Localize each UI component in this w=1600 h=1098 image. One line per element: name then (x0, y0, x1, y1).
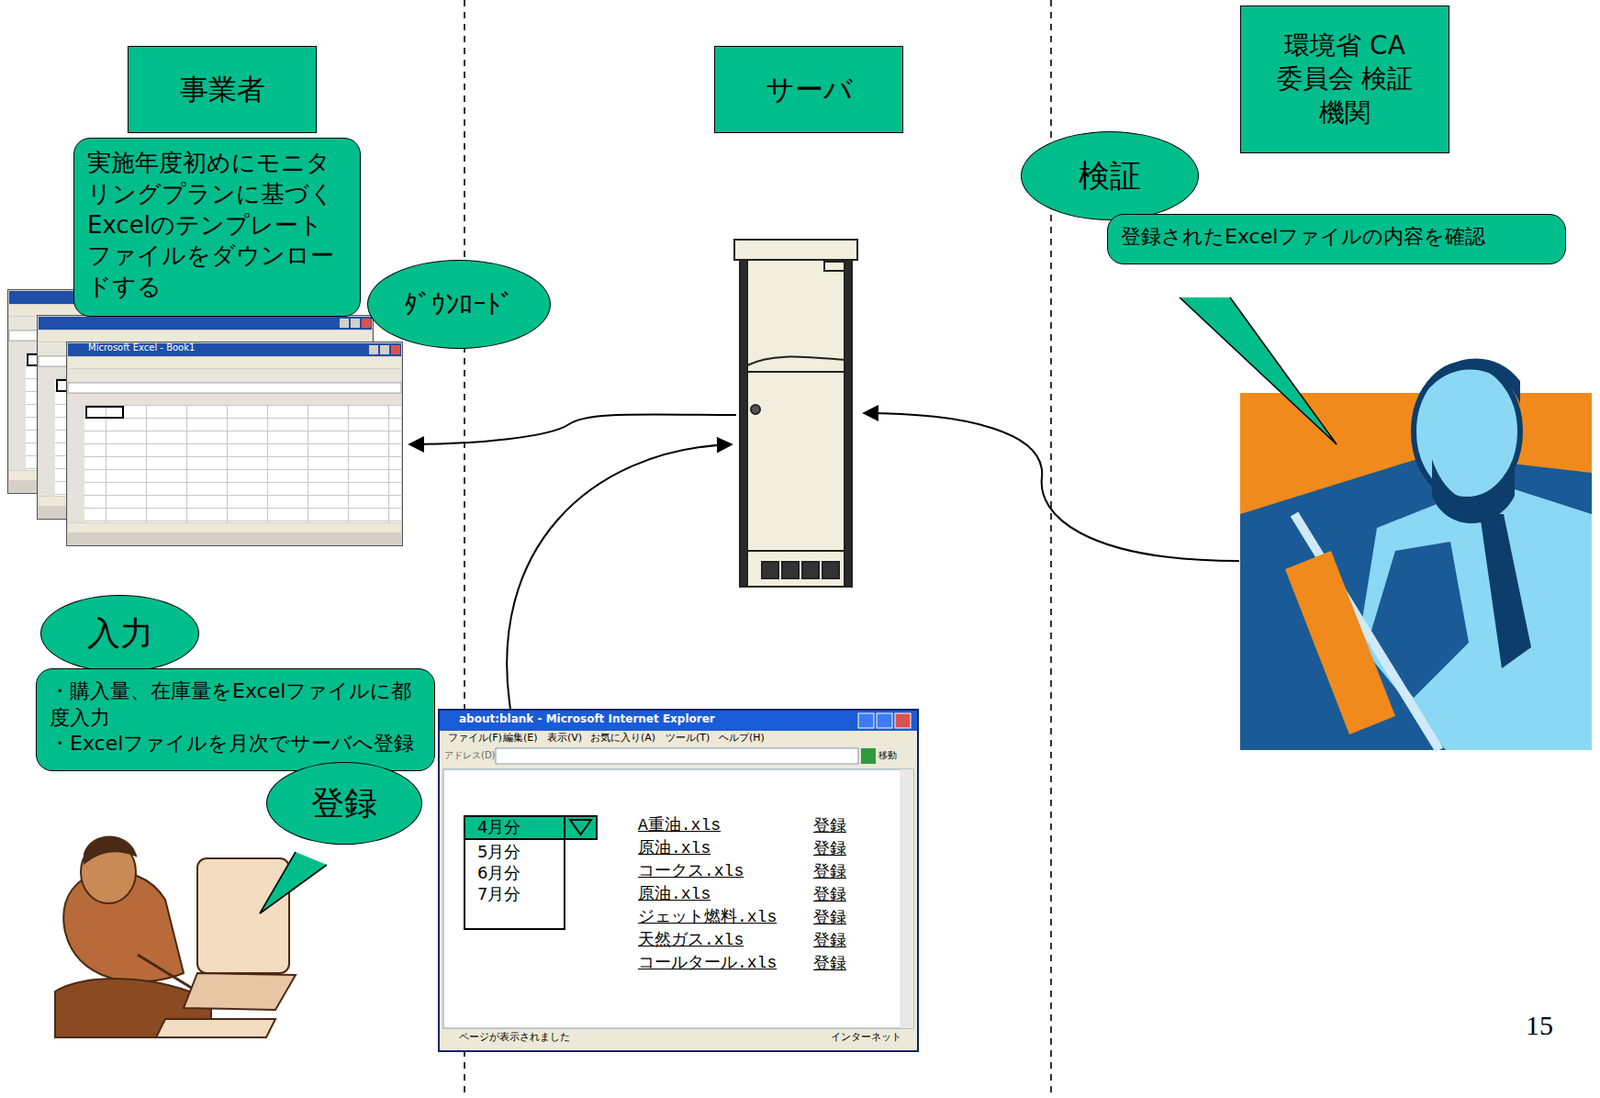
callout-ellipse: 検証 (1020, 131, 1199, 221)
header-box: 事業者 (127, 45, 317, 134)
excel-windows (8, 290, 403, 547)
file-link: コークス.xls (637, 861, 744, 882)
ui-label: 4月分 (477, 817, 521, 838)
callout-box: ・購入量、在庫量をExcelファイルに都度入力・Excelファイルを月次でサーバ… (35, 668, 436, 772)
header-box: サーバ (714, 45, 904, 134)
callout-box: 実施年度初めにモニタリングプランに基づくExcelのテンプレートファイルをダウン… (73, 137, 361, 317)
register-link: 登録 (813, 953, 847, 974)
ui-label: 編集(E) (503, 732, 538, 745)
file-link: 天然ガス.xls (637, 930, 744, 951)
callout-ellipse: 入力 (40, 594, 200, 672)
node-text: ・Excelファイルを月次でサーバへ登録 (49, 730, 422, 758)
ui-label: 表示(V) (547, 732, 582, 745)
node-text: 検証 (1078, 155, 1142, 196)
node-text: 事業者 (179, 70, 266, 108)
node-text: ・購入量、在庫量をExcelファイルに都度入力 (49, 678, 422, 731)
operator-figure (55, 836, 296, 1038)
ui-label: ファイル(F) (447, 732, 503, 745)
node-text: 実施年度初めにモニタリングプランに基づくExcelのテンプレートファイルをダウン… (87, 147, 347, 303)
register-link: 登録 (813, 816, 847, 836)
ui-label: ページが表示されました (458, 1031, 571, 1044)
ui-label: ヘルプ(H) (718, 732, 765, 745)
ui-label: about:blank - Microsoft Internet Explore… (458, 713, 716, 727)
ui-label: 7月分 (477, 884, 521, 905)
file-link: 原油.xls (637, 839, 711, 859)
browser-window (438, 709, 918, 1052)
ui-label: インターネット (830, 1031, 902, 1044)
node-text: ﾀﾞｳﾝﾛｰﾄﾞ (403, 286, 515, 323)
register-link: 登録 (813, 884, 847, 905)
callout-ellipse: ﾀﾞｳﾝﾛｰﾄﾞ (367, 259, 551, 349)
register-link: 登録 (813, 861, 847, 882)
node-text: 環境省 CA委員会 検証機関 (1275, 29, 1414, 130)
ui-label: 5月分 (477, 842, 521, 862)
ui-label: ツール(T) (665, 732, 710, 745)
flow-arrows (409, 413, 1240, 709)
node-text: 登録 (311, 782, 378, 826)
file-link: ジェット燃料.xls (637, 907, 777, 928)
register-link: 登録 (813, 839, 847, 859)
file-link: 原油.xls (637, 884, 711, 905)
register-link: 登録 (813, 907, 847, 928)
callout-ellipse: 登録 (266, 761, 423, 845)
register-link: 登録 (813, 930, 847, 951)
ui-label: Microsoft Excel - Book1 (88, 342, 195, 354)
ui-label: 移動 (878, 749, 897, 761)
file-link: コールタール.xls (637, 953, 777, 974)
server-figure (734, 239, 858, 587)
node-text: 入力 (87, 612, 154, 656)
ui-label: 6月分 (477, 863, 521, 884)
verifier-figure (1240, 358, 1592, 750)
callout-box: 登録されたExcelファイルの内容を確認 (1107, 213, 1567, 265)
header-box: 環境省 CA委員会 検証機関 (1240, 5, 1450, 154)
file-link: A重油.xls (637, 816, 721, 836)
node-text: 登録されたExcelファイルの内容を確認 (1120, 223, 1489, 251)
node-text: サーバ (765, 70, 853, 108)
ui-label: アドレス(D) (444, 749, 496, 761)
ui-label: お気に入り(A) (590, 732, 656, 745)
ui-label: 15 (1525, 1009, 1554, 1042)
callout-tail (259, 297, 1337, 914)
